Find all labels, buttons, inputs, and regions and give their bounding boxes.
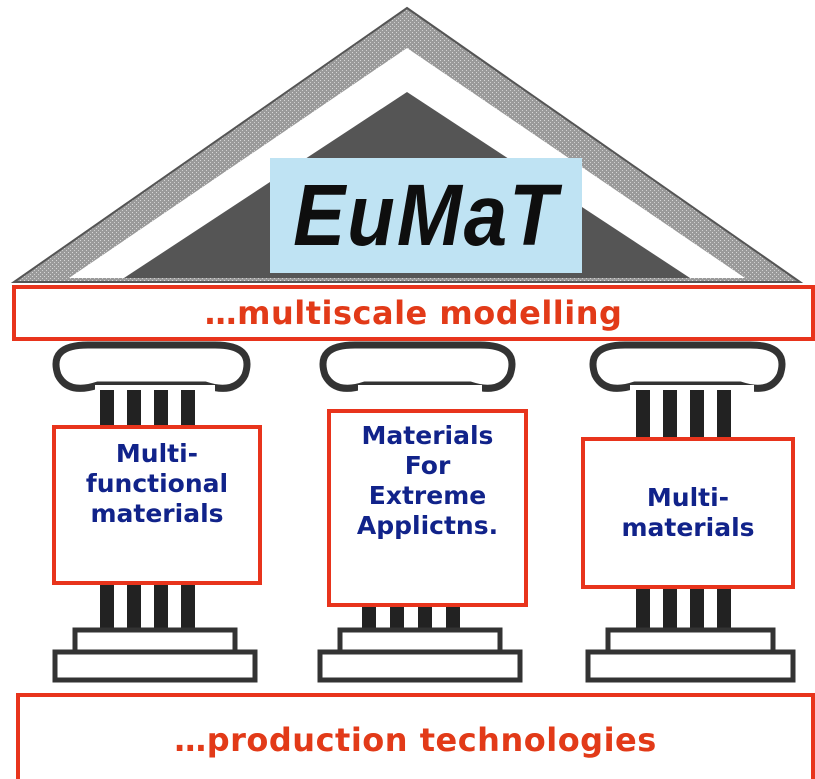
pillar-label: Multi- materials bbox=[621, 483, 755, 542]
bottom-bar-production-technologies: …production technologies bbox=[16, 693, 815, 779]
top-bar-multiscale-modelling: …multiscale modelling bbox=[12, 285, 815, 341]
eumat-logo: EuMaT bbox=[270, 158, 582, 273]
pillar-label: Materials For Extreme Applictns. bbox=[356, 421, 499, 540]
bottom-bar-label: …production technologies bbox=[174, 721, 657, 759]
pillar-box-extreme-applications: Materials For Extreme Applictns. bbox=[327, 409, 528, 607]
top-bar-label: …multiscale modelling bbox=[204, 294, 623, 332]
eumat-logo-text: EuMaT bbox=[293, 165, 559, 265]
pillar-box-multifunctional: Multi- functional materials bbox=[52, 425, 262, 585]
pillar-label: Multi- functional materials bbox=[85, 439, 229, 528]
pillar-box-multimaterials: Multi- materials bbox=[581, 437, 795, 589]
